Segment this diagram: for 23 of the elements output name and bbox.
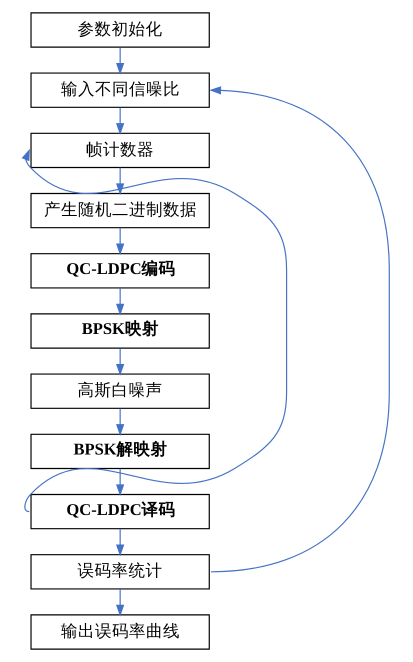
- arrow: [208, 86, 390, 572]
- arrow: [116, 468, 124, 496]
- arrow: [116, 528, 124, 556]
- node-box: BPSK解映射: [30, 434, 210, 470]
- arrow: [116, 589, 124, 617]
- arrow: [116, 288, 124, 316]
- node-box: 产生随机二进制数据: [30, 192, 210, 228]
- arrow: [116, 348, 124, 376]
- node-box: 高斯白噪声: [30, 374, 210, 409]
- arrow: [116, 408, 124, 436]
- node-box: 误码率统计: [30, 554, 210, 590]
- node-box: BPSK映射: [30, 313, 210, 349]
- node-box: 输出误码率曲线: [30, 614, 210, 650]
- node-box: 帧计数器: [30, 132, 210, 168]
- node-box: QC-LDPC编码: [30, 253, 210, 288]
- arrow: [116, 228, 124, 256]
- node-box: QC-LDPC译码: [30, 494, 210, 530]
- node-box: 参数初始化: [30, 12, 210, 48]
- arrow: [116, 47, 124, 75]
- arrow: [21, 148, 287, 512]
- arrow: [116, 108, 124, 135]
- arrow: [116, 168, 124, 196]
- node-box: 输入不同信噪比: [30, 72, 210, 108]
